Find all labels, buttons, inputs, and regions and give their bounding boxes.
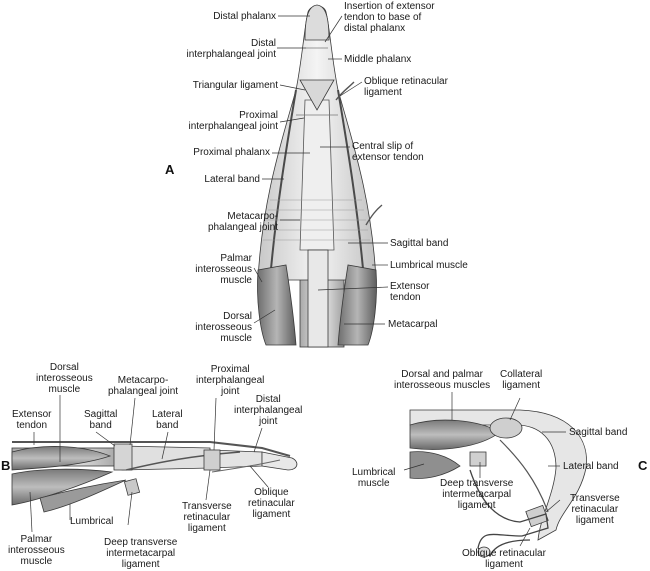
b-proximal-phalanx [121,445,211,471]
panel-a-letter: A [165,162,175,177]
b-label-palmar-interosseous: Palmar interosseous muscle [8,534,65,567]
oblique-ligament-a [335,81,355,101]
c-lumbrical [409,451,461,479]
b-lumbrical [39,479,127,513]
b-palmar-interosseous [11,468,114,506]
sagittal-band-fibers [263,199,370,241]
a-label-metacarpal: Metacarpal [388,319,438,330]
c-label-sagittal-band: Sagittal band [569,427,628,438]
c-label-lateral-band: Lateral band [563,461,619,472]
a-label-palmar-interosseous: Palmar interosseous muscle [195,253,252,286]
a-label-extensor-tendon: Extensor tendon [390,281,430,303]
a-label-dip-joint: Distal interphalangeal joint [186,38,276,60]
lateral-band-left [269,89,297,281]
b-label-extensor-tendon: Extensor tendon [12,409,52,431]
panel-c-drawing [409,409,587,558]
a-label-pip-joint: Proximal interphalangeal joint [188,110,278,132]
b-label-mcp-joint: Metacarpo- phalangeal joint [108,375,179,397]
panel-a-leaders [253,15,389,325]
b-label-pip-joint: Proximal interphalangeal joint [196,364,265,397]
central-slip-shape [299,99,335,251]
extensor-tendon-shape [307,249,329,348]
b-transverse-retinacular [203,449,221,471]
a-label-middle-phalanx: Middle phalanx [344,54,412,65]
b-lateral-band [125,451,241,471]
panel-b-drawing [11,441,298,513]
b-deep-transverse [123,478,141,496]
a-label-sagittal-band: Sagittal band [390,238,449,249]
b-extensor-tendon [12,441,291,457]
b-oblique-retinacular [211,459,281,473]
b-label-transverse-retinacular: Transverse retinacular ligament [182,501,232,534]
panel-c-letter: C [638,458,648,473]
c-label-transverse-retinacular: Transverse retinacular ligament [570,493,620,526]
b-label-dip-joint: Distal interphalangeal joint [234,394,303,427]
b-sagittal-band [113,443,133,471]
c-phalanx-loop [469,469,549,557]
a-label-distal-phalanx: Distal phalanx [213,11,276,22]
b-label-lateral-band: Lateral band [152,409,183,431]
a-label-dorsal-interosseous: Dorsal interosseous muscle [195,311,252,344]
b-label-lumbrical: Lumbrical [70,516,114,527]
muscle-left [257,264,297,346]
panel-a-drawing [257,4,383,348]
a-label-oblique-retinacular: Oblique retinacular ligament [364,76,448,98]
c-joint-head [477,546,491,558]
panel-c-leaders [403,392,566,547]
c-label-collateral: Collateral ligament [500,369,543,391]
a-label-insertion-extensor: Insertion of extensor tendon to base of … [344,1,435,34]
muscle-right [337,264,377,346]
distal-phalanx-shape [304,4,330,41]
a-label-proximal-phalanx: Proximal phalanx [193,147,270,158]
triangular-ligament-shape [299,79,335,111]
a-label-lumbrical-muscle: Lumbrical muscle [390,260,468,271]
b-dorsal-interosseous [11,446,112,471]
b-label-oblique-retinacular: Oblique retinacular ligament [248,487,295,520]
b-label-deep-transverse: Deep transverse intermetacarpal ligament [104,537,178,570]
a-label-central-slip: Central slip of extensor tendon [352,141,424,163]
c-label-oblique-retinacular: Oblique retinacular ligament [462,548,546,570]
c-label-dorsal-palmar-interossei: Dorsal and palmar interosseous muscles [394,369,491,391]
c-label-deep-transverse: Deep transverse intermetacarpal ligament [440,478,514,511]
lateral-band-right [337,89,365,281]
panel-b-leaders [29,395,269,533]
lumbrical-tendon-a [365,204,383,226]
c-collateral [489,417,523,439]
b-label-dorsal-interosseous: Dorsal interosseous muscle [36,362,93,395]
c-deep-transverse [469,451,487,467]
a-label-triangular-ligament: Triangular ligament [192,80,278,91]
a-label-mcp-joint: Metacarpo- phalangeal joint [207,211,278,233]
b-distal-phalanx [261,451,298,471]
panel-b-letter: B [1,458,11,473]
c-lateral-band [499,439,549,513]
c-label-lumbrical-muscle: Lumbrical muscle [352,467,396,489]
b-label-sagittal-band: Sagittal band [84,409,118,431]
a-label-lateral-band: Lateral band [204,174,260,185]
